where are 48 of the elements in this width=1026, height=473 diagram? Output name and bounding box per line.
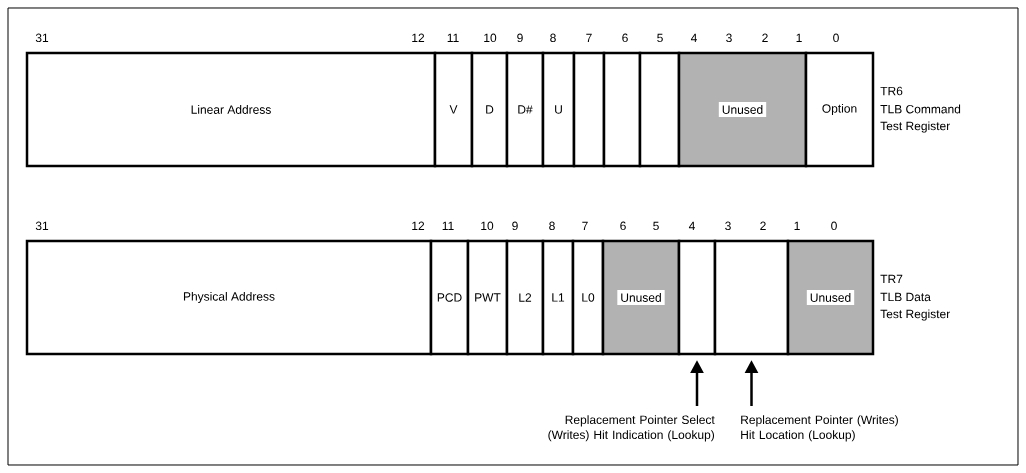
bit-field: Option (804, 51, 875, 168)
bit-number: 0 (831, 221, 837, 231)
bit-number: 11 (447, 33, 459, 42)
bit-number: 0 (833, 33, 839, 43)
bit-number: 8 (550, 33, 556, 43)
bit-number: 1 (794, 221, 800, 230)
bit-number: 2 (762, 33, 768, 42)
bit-field: U (541, 51, 576, 168)
bit-number: 10 (481, 221, 494, 231)
bit-number: 3 (726, 33, 732, 43)
bit-number: 9 (512, 221, 518, 231)
bit-number: 6 (620, 221, 626, 231)
bit-field: D (470, 51, 509, 168)
annotation-text: Replacement Pointer Select (Writes) Hit Indication (Lookup) (548, 415, 715, 442)
bit-number: 4 (688, 221, 695, 230)
bit-field: D# (505, 51, 545, 168)
bit-field: PWT (466, 239, 509, 356)
bit-field: L0 (571, 239, 605, 356)
unused-field: Unused (677, 51, 808, 168)
bit-number: 5 (653, 221, 659, 231)
bit-field (638, 51, 681, 168)
bit-number: 10 (484, 33, 497, 43)
bit-number: 6 (622, 33, 628, 43)
bit-field (602, 51, 642, 168)
bit-number: 31 (35, 33, 49, 43)
bit-field (713, 239, 790, 356)
bit-number: 7 (586, 33, 592, 42)
bit-number: 12 (412, 221, 425, 230)
bit-field (677, 239, 717, 356)
bit-number: 31 (35, 221, 49, 231)
bit-field: PCD (429, 239, 470, 356)
bit-field: V (433, 51, 474, 168)
unused-field: Unused (601, 239, 681, 356)
bit-number: 12 (412, 33, 425, 42)
bit-number: 1 (796, 33, 802, 42)
bit-field (572, 51, 606, 168)
bit-number: 3 (725, 221, 731, 231)
bit-field: L2 (505, 239, 545, 356)
bit-number: 2 (760, 221, 766, 230)
bit-number: 11 (442, 221, 454, 230)
unused-field: Unused (786, 239, 875, 356)
bit-number: 4 (690, 33, 697, 42)
bit-field: L1 (541, 239, 575, 356)
bit-number: 8 (549, 221, 555, 231)
bit-number: 7 (582, 221, 588, 230)
annotation-text: Replacement Pointer (Writes) Hit Location (Lookup) (741, 415, 898, 442)
bit-number: 5 (657, 33, 663, 43)
bit-number: 9 (517, 33, 523, 43)
